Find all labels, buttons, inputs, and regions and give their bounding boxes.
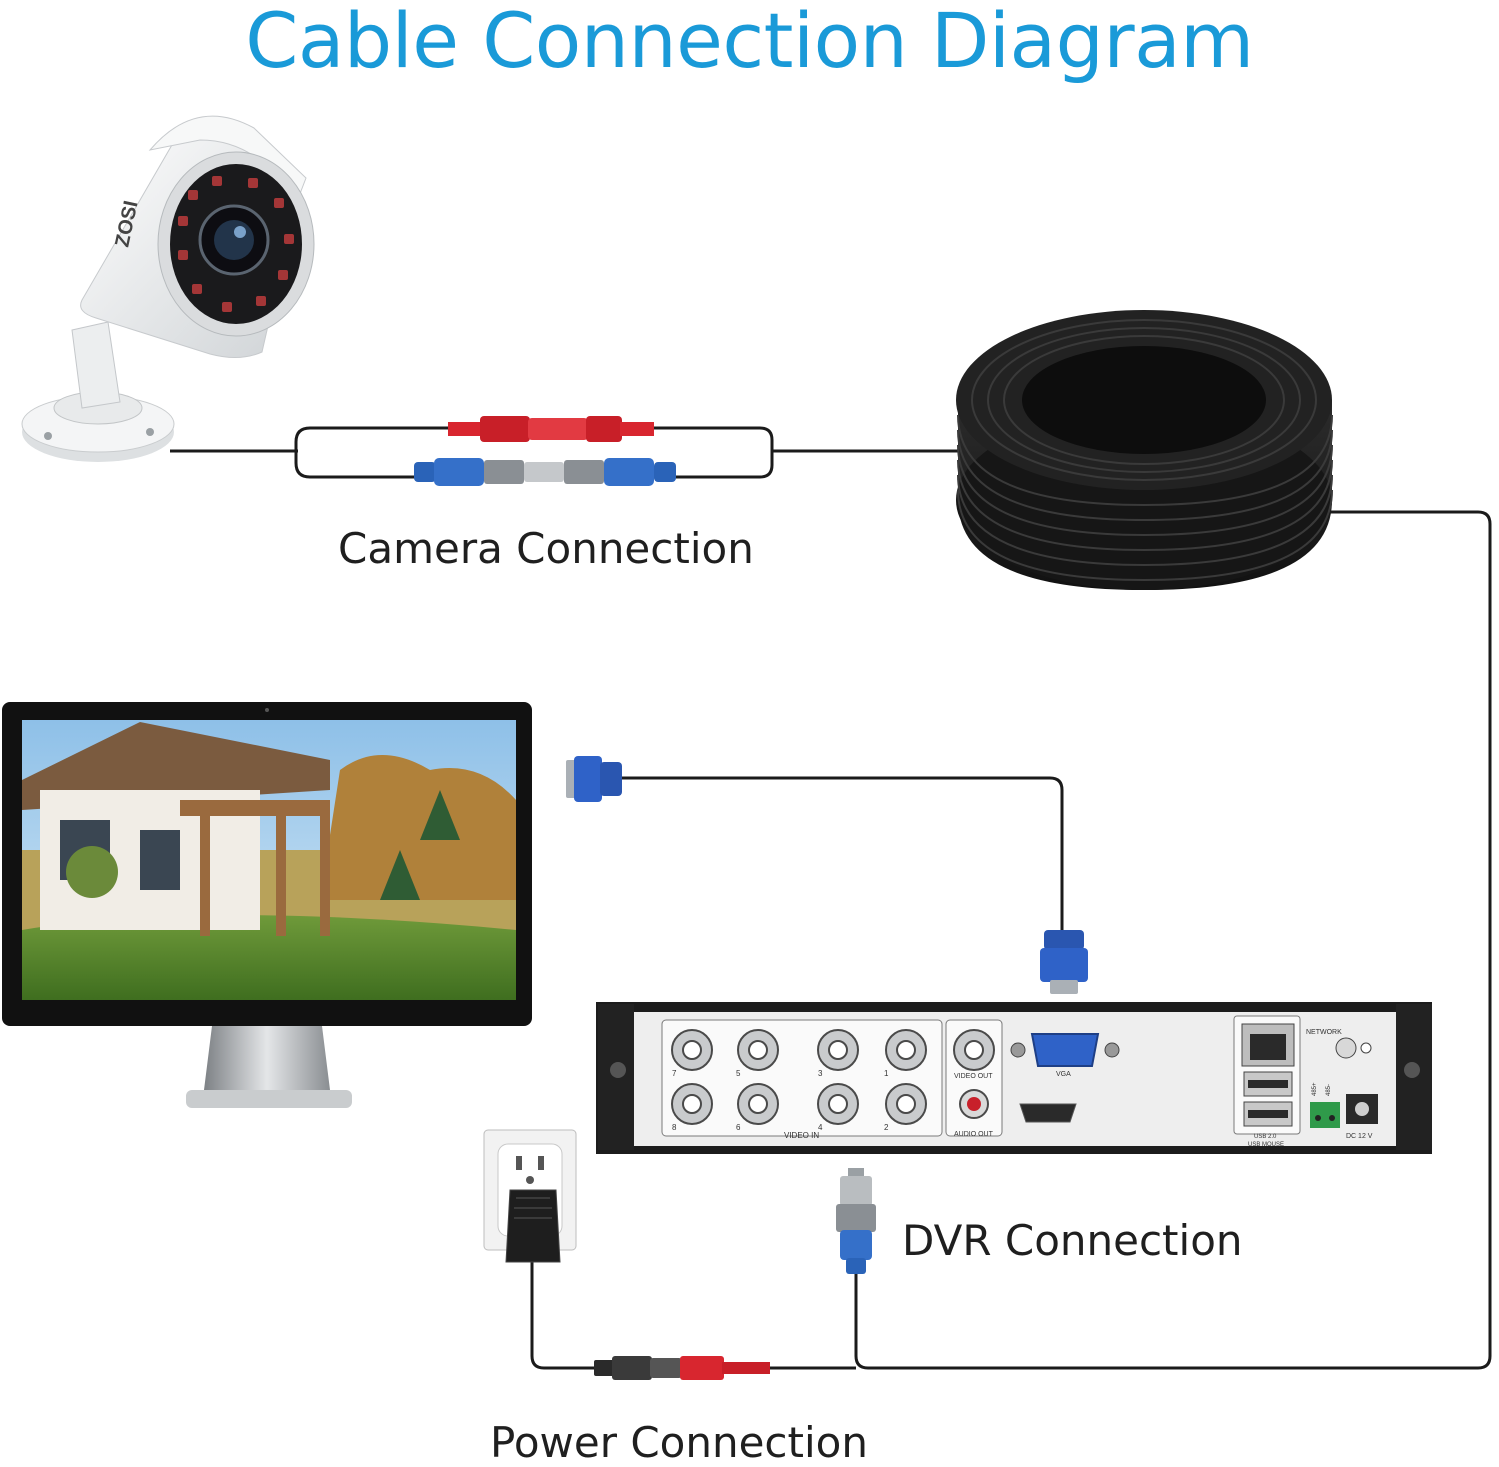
video-out-label: VIDEO OUT [954,1073,993,1080]
rs485-plus-label: 485+ [1312,1082,1318,1096]
monitor [2,702,532,1108]
audio-out-label: AUDIO OUT [954,1131,994,1138]
port-number: 1 [884,1069,889,1078]
port-number: 7 [672,1069,677,1078]
vga-connector-dvr-end [1040,930,1088,994]
port-number: 8 [672,1123,677,1132]
bnc-ports [671,1029,927,1125]
video-plug-pair-top [414,458,676,486]
power-adapter [505,1189,561,1263]
usb-label: USB 2.0 [1254,1134,1277,1140]
cable-lines [170,426,1492,1370]
port-number: 4 [818,1123,823,1132]
cable-coil [956,310,1333,590]
dc-label: DC 12 V [1346,1133,1373,1140]
video-plug-dvr [836,1168,876,1274]
video-in-label: VIDEO IN [784,1131,819,1140]
usb-mouse-label: USB MOUSE [1248,1142,1284,1148]
diagram-title: Cable Connection Diagram [245,0,1254,85]
power-plug-pair-bottom [594,1356,770,1380]
port-number: 3 [818,1069,823,1078]
port-number: 2 [884,1123,889,1132]
rs485-minus-label: 485- [1326,1084,1332,1096]
vga-label: VGA [1056,1071,1071,1078]
power-plug-pair-top [448,416,654,442]
bullet-camera: ZOSI [21,115,315,462]
network-label: NETWORK [1306,1029,1342,1036]
power-connection-caption: Power Connection [490,1418,868,1467]
vga-connector-monitor-end [566,756,622,802]
dvr-recorder: 7 5 3 1 8 6 4 2 VIDEO IN VIDEO OUT AUDIO… [596,1002,1432,1154]
camera-connection-caption: Camera Connection [338,524,754,573]
dvr-connection-caption: DVR Connection [902,1216,1243,1265]
port-number: 6 [736,1123,741,1132]
port-number: 5 [736,1069,741,1078]
